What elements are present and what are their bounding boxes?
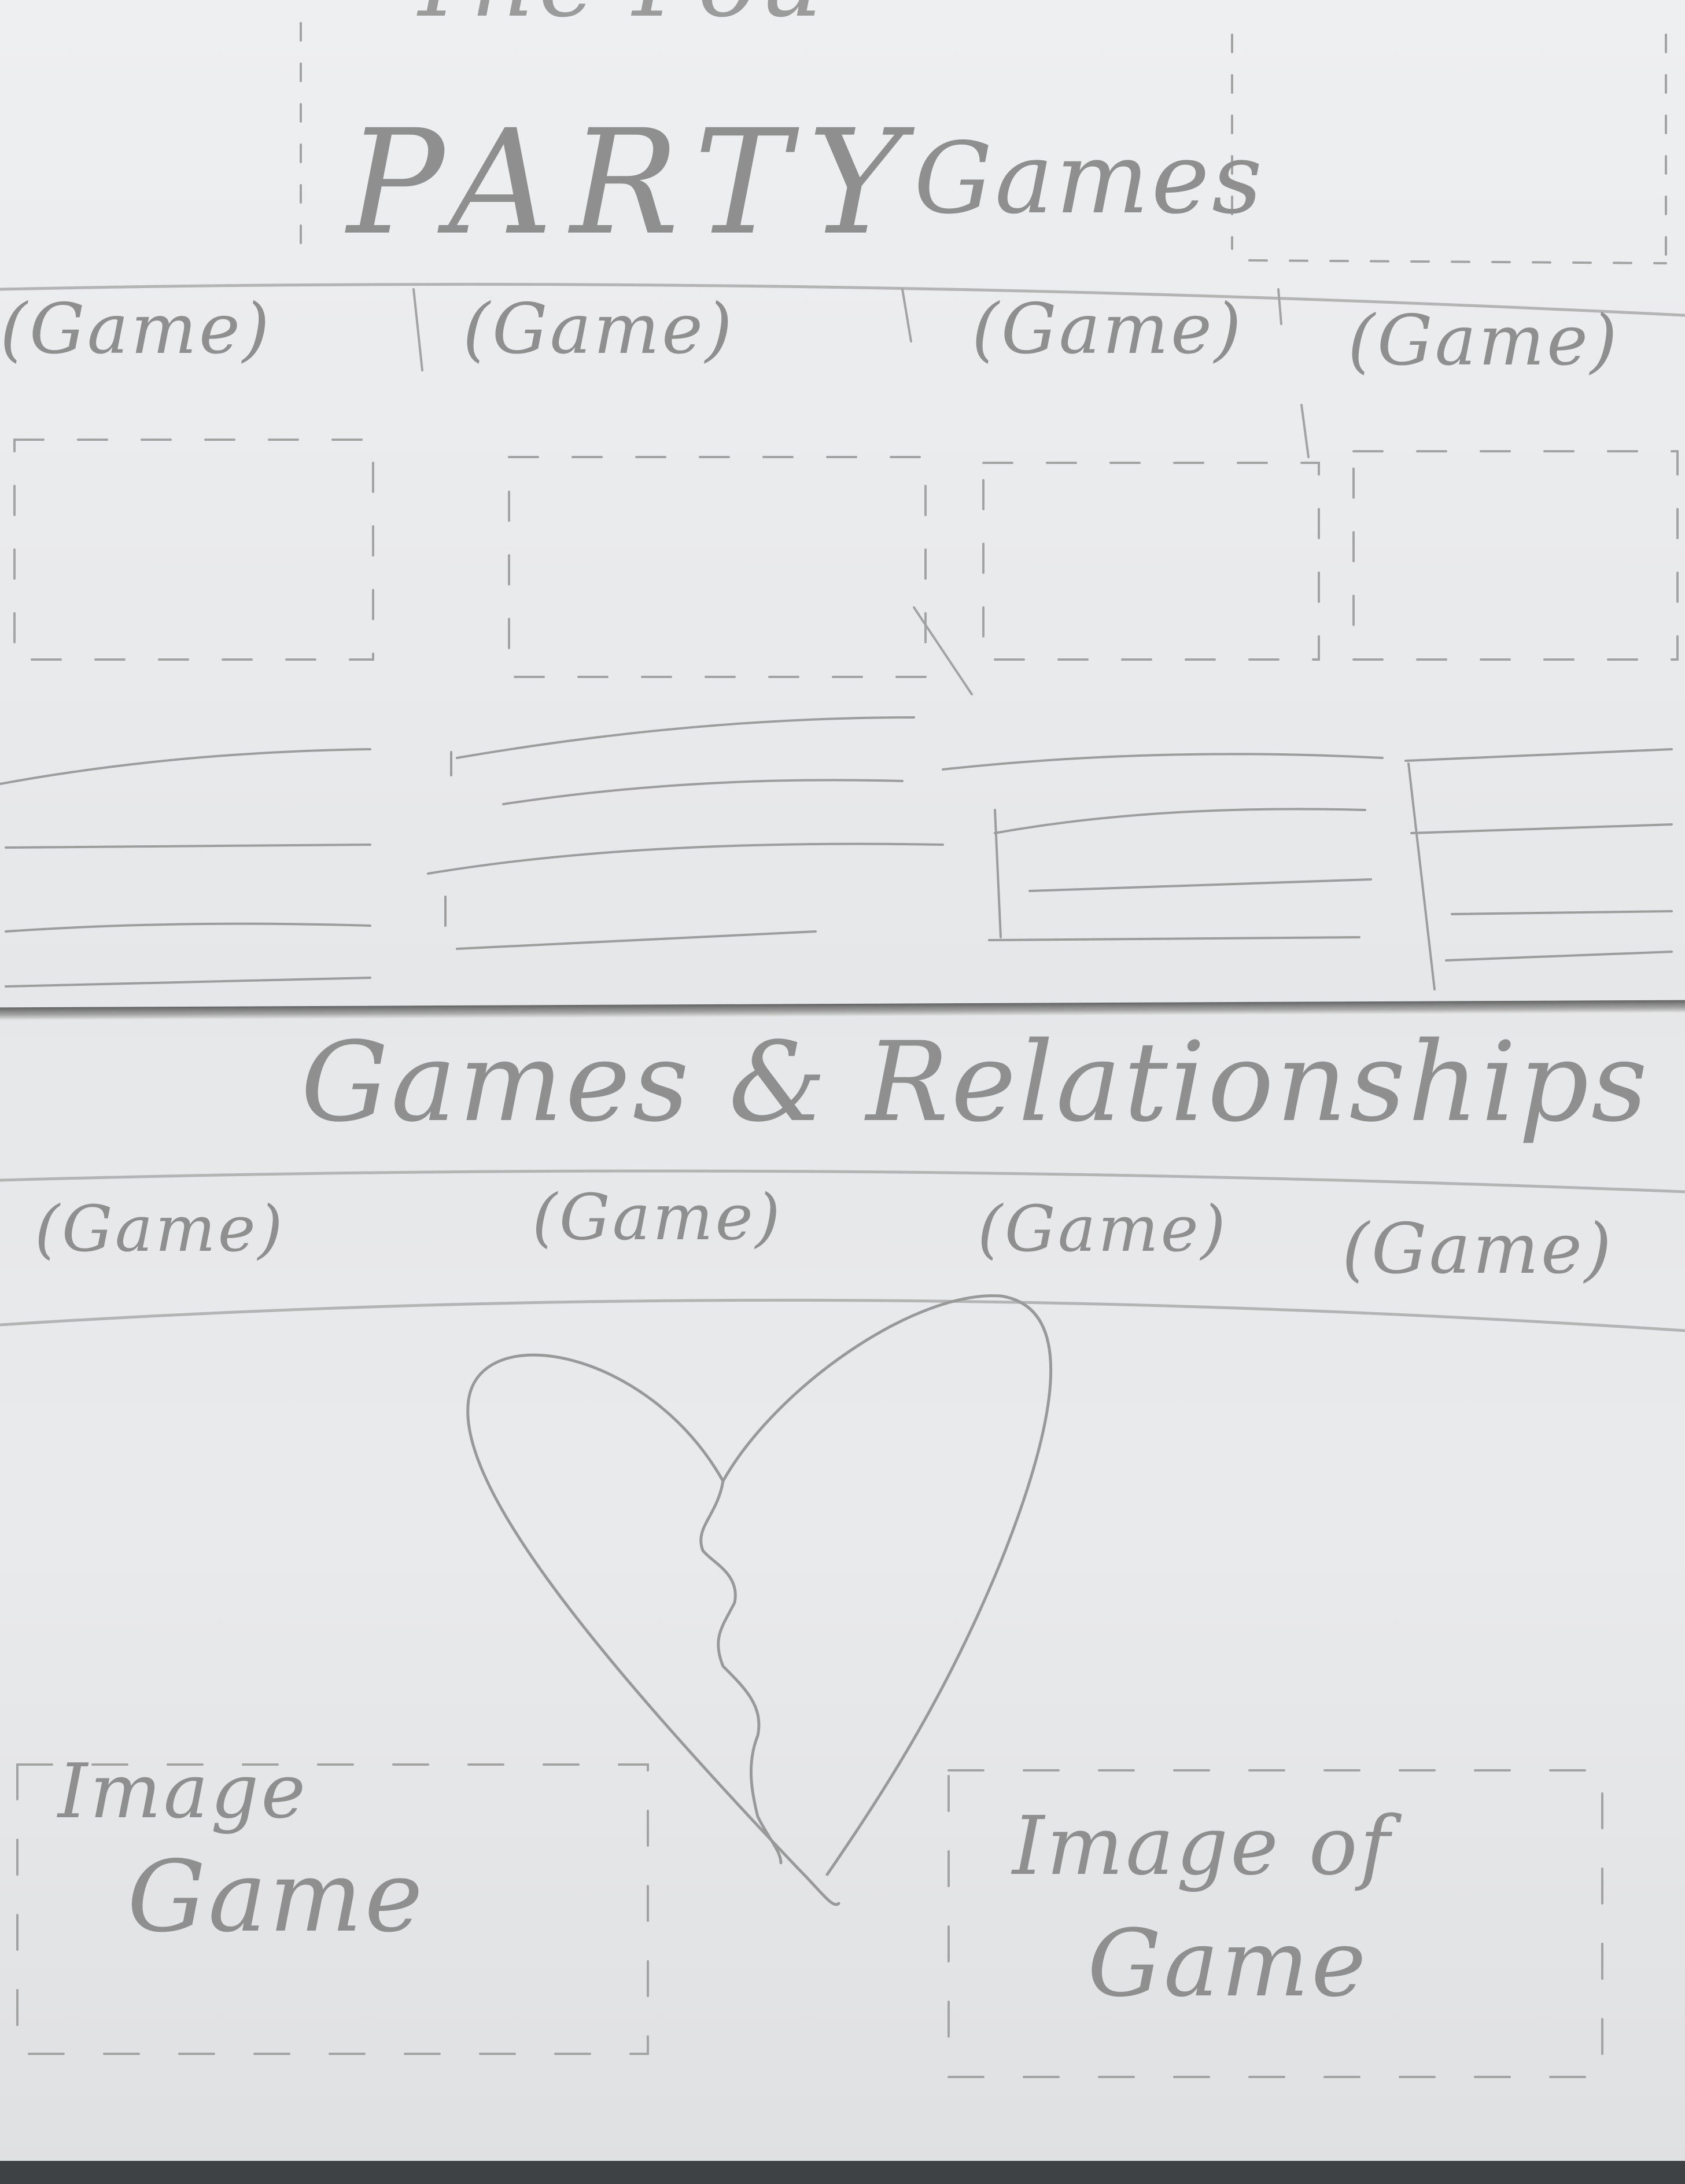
image-right-label-line1: Image of [1012, 1799, 1392, 1894]
header-divider [0, 282, 1685, 317]
relationship-game-label[interactable]: (Game) [35, 1192, 285, 1266]
game-image-box-1 [13, 439, 374, 661]
game-image-box-2 [508, 456, 927, 678]
game-image-box-4 [1352, 450, 1679, 661]
page-title: PARTY [347, 98, 921, 267]
relationship-game-label[interactable]: (Game) [532, 1180, 783, 1254]
relationships-divider-top [0, 1169, 1685, 1194]
relationships-divider-bottom [0, 1298, 1685, 1332]
party-game-label[interactable]: (Game) [463, 289, 735, 370]
relationships-section-title: Games & Relationships [301, 1018, 1650, 1146]
relationship-game-label[interactable]: (Game) [1342, 1209, 1614, 1290]
header-box [300, 22, 1667, 264]
image-left-label-line2: Game [127, 1840, 425, 1954]
table-edge [0, 2161, 1685, 2184]
image-boxes-bottom [16, 1763, 1603, 2078]
party-game-image-boxes [13, 439, 1679, 678]
broken-heart-drawing [466, 1294, 1053, 1906]
party-game-text-lines [0, 716, 1673, 990]
page-subtitle: Games [914, 121, 1265, 236]
column-separators [412, 288, 1310, 695]
header-partial-title: The Fou [405, 0, 825, 39]
image-box-right [947, 1769, 1603, 2078]
relationship-game-label[interactable]: (Game) [978, 1192, 1228, 1266]
image-left-label-line1: Image [58, 1747, 308, 1835]
game-image-box-3 [982, 462, 1320, 661]
party-game-label[interactable]: (Game) [972, 289, 1244, 370]
party-game-label[interactable]: (Game) [0, 289, 272, 370]
image-right-label-line2: Game [1087, 1909, 1369, 2017]
party-game-label[interactable]: (Game) [1348, 301, 1620, 381]
image-box-left [16, 1763, 649, 2055]
